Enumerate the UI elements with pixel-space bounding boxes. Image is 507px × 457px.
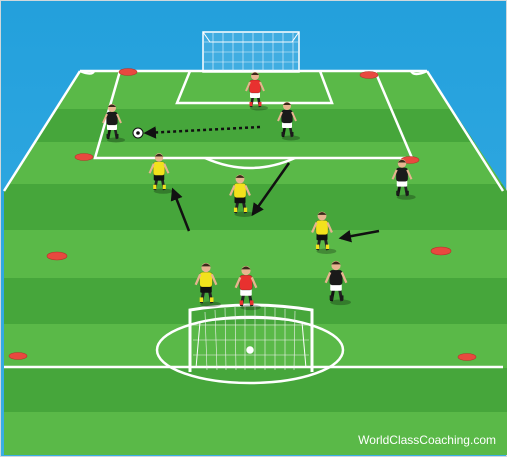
soccer-ball-icon bbox=[132, 127, 144, 139]
dribble-arrow-icon bbox=[143, 125, 261, 139]
player-icon bbox=[102, 104, 125, 143]
player-icon bbox=[277, 102, 300, 141]
cone-icon bbox=[457, 353, 477, 361]
top-goal-icon bbox=[202, 31, 300, 73]
movement-arrow-icon bbox=[170, 187, 191, 232]
player-icon bbox=[148, 153, 173, 194]
cone-icon bbox=[359, 71, 379, 79]
cone-icon bbox=[46, 251, 68, 261]
grass-stripes bbox=[4, 71, 507, 455]
player-icon bbox=[245, 72, 268, 111]
player-icon bbox=[311, 211, 337, 254]
cone-icon bbox=[430, 246, 452, 256]
player-icon bbox=[234, 265, 261, 311]
cone-icon bbox=[74, 153, 94, 161]
player-icon bbox=[229, 174, 255, 217]
player-icon bbox=[391, 159, 416, 200]
movement-arrows bbox=[143, 125, 380, 243]
players bbox=[102, 72, 416, 311]
movement-arrow-icon bbox=[251, 162, 291, 217]
cone-icon bbox=[8, 352, 28, 360]
player-icon bbox=[194, 262, 221, 308]
cone-icon bbox=[118, 68, 138, 76]
movement-arrow-icon bbox=[338, 229, 380, 243]
player-icon bbox=[324, 260, 351, 306]
watermark-text: WorldClassCoaching.com bbox=[358, 433, 496, 447]
